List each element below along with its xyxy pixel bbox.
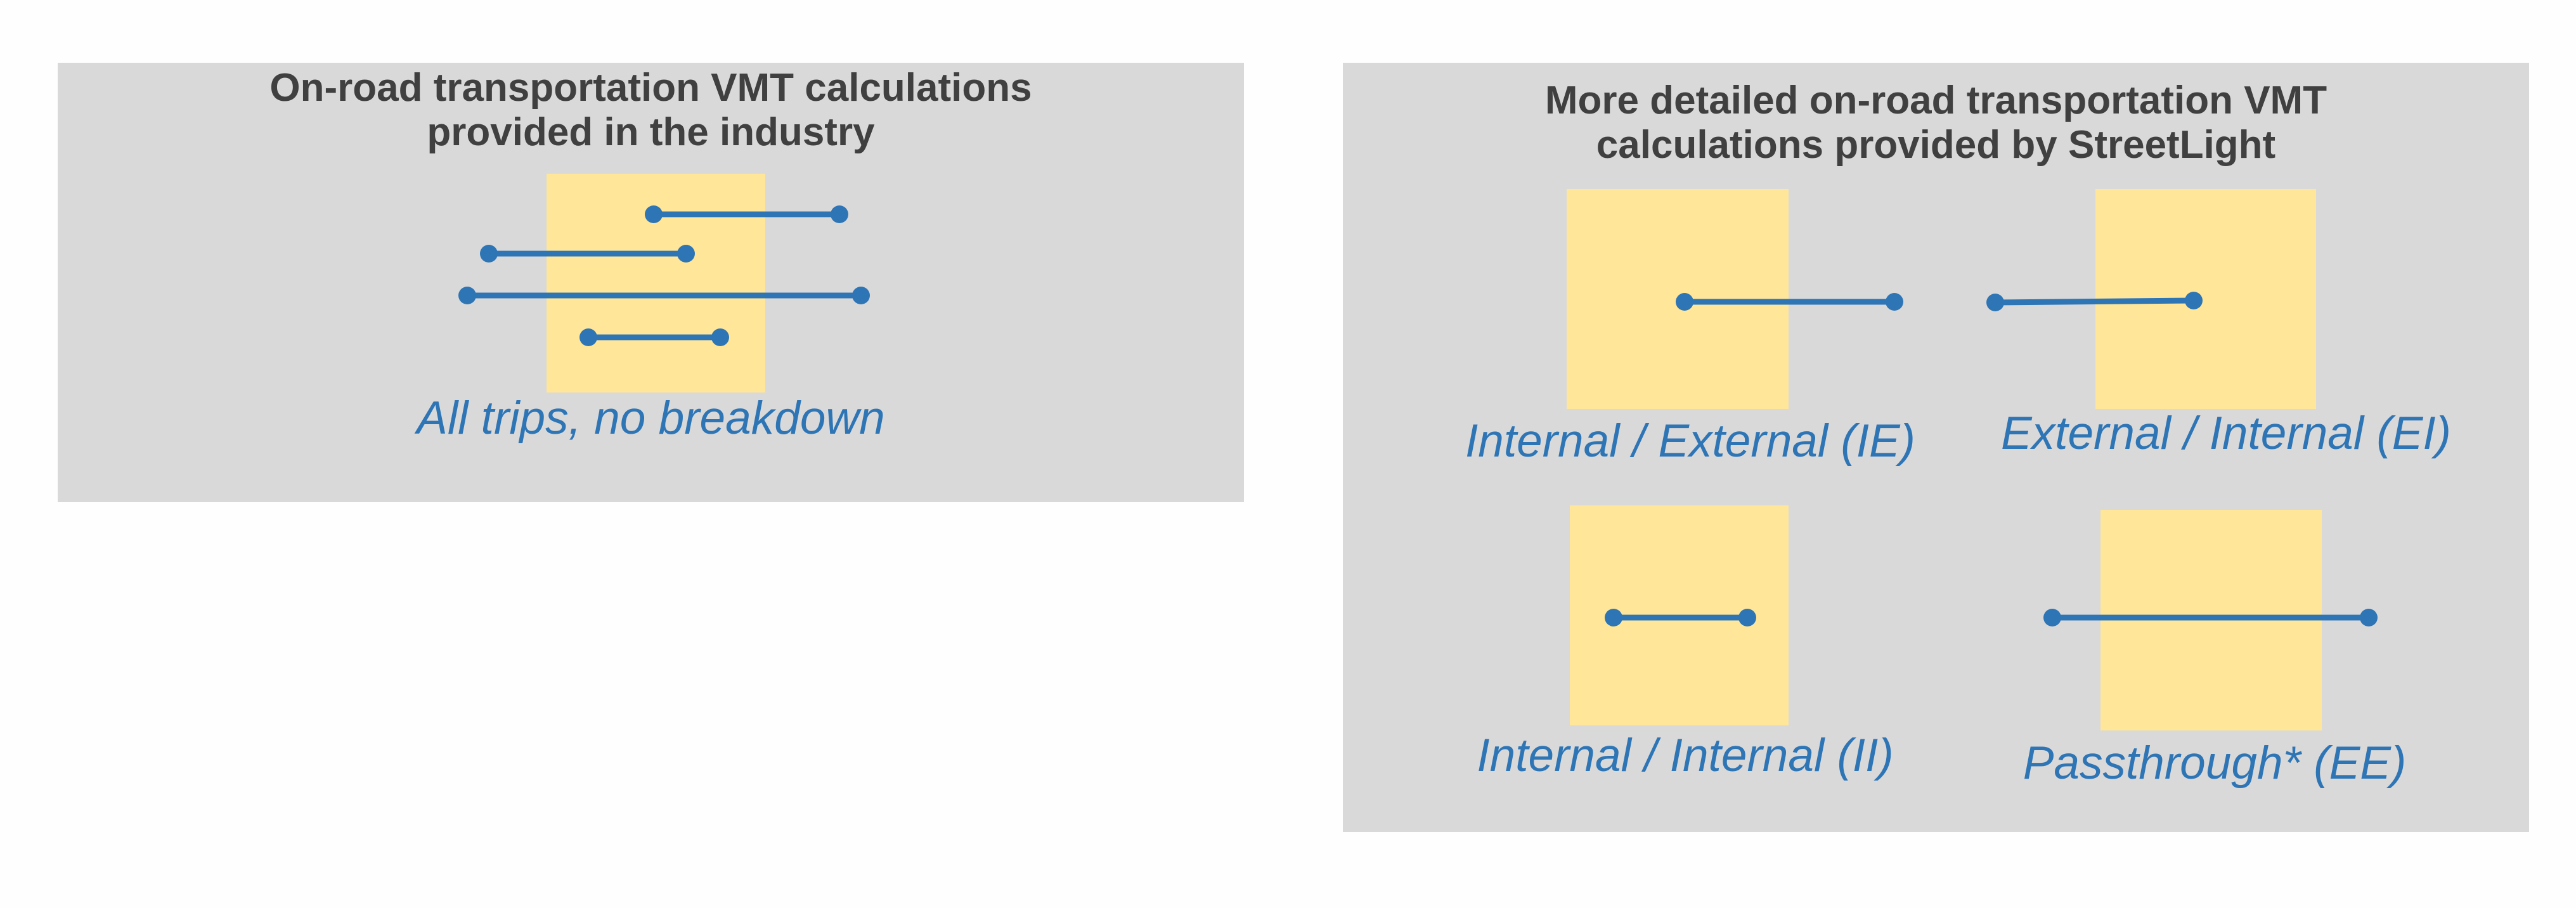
right-panel — [1343, 63, 2529, 832]
left-panel-title: On-road transportation VMT calculations … — [58, 66, 1244, 155]
right-title-line2: calculations provided by StreetLight — [1596, 123, 2276, 167]
left-title-line1: On-road transportation VMT calculations — [269, 66, 1032, 110]
zone-box-ii — [1570, 505, 1789, 725]
right-panel-title: More detailed on-road transportation VMT… — [1343, 79, 2529, 167]
zone-box-ie — [1567, 189, 1789, 409]
caption-ei: External / Internal (EI) — [2000, 408, 2451, 459]
zone-box-ei — [2095, 189, 2316, 409]
caption-all-trips: All trips, no breakdown — [417, 392, 885, 444]
caption-ee: Passthrough* (EE) — [2023, 737, 2407, 789]
caption-ii: Internal / Internal (II) — [1477, 730, 1894, 781]
caption-ie: Internal / External (IE) — [1465, 415, 1915, 467]
zone-box-all — [547, 174, 765, 392]
left-title-line2: provided in the industry — [427, 110, 875, 154]
zone-box-ee — [2100, 510, 2322, 730]
right-title-line1: More detailed on-road transportation VMT — [1544, 79, 2327, 122]
